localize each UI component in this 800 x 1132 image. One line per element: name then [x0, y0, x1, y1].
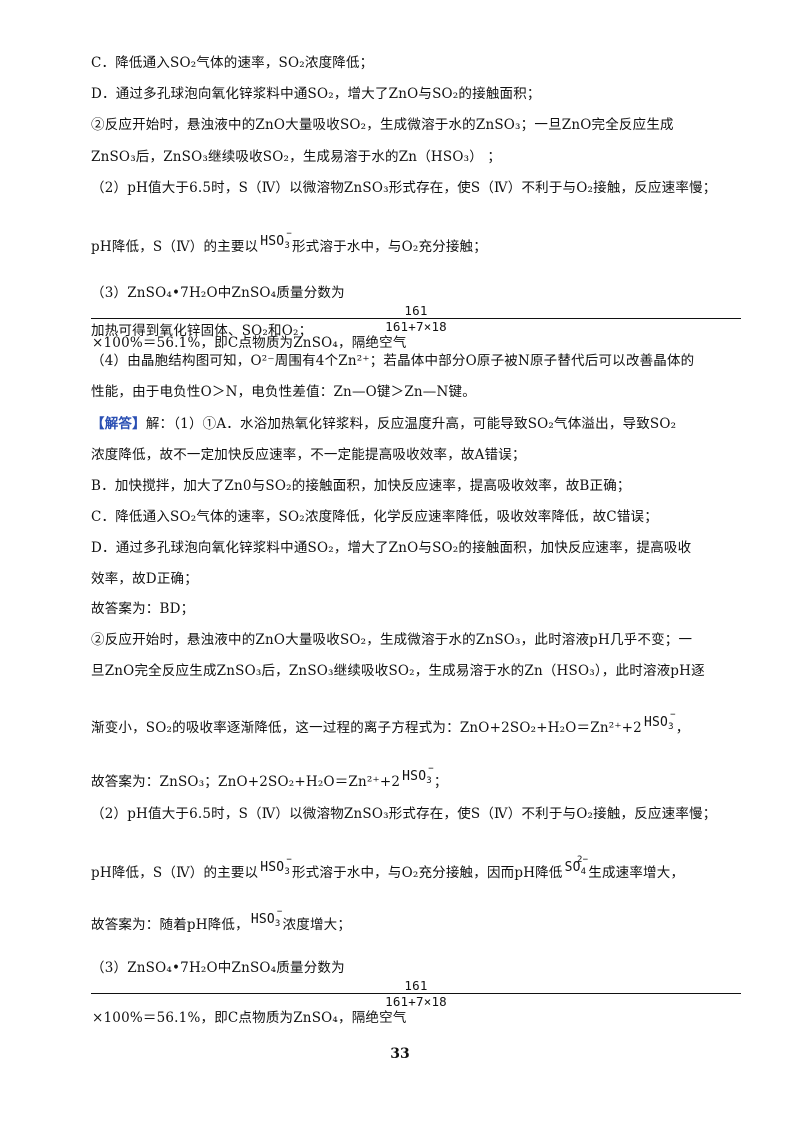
text-line: （4）由晶胞结构图可知，O²⁻周围有4个Zn²⁺；若晶体中部分O原子被N原子替代…: [91, 353, 695, 369]
text-line: C．降低通入SO₂气体的速率，SO₂浓度降低；: [91, 55, 374, 71]
text-line: 性能，由于电负性O＞N，电负性差值：Zn—O键＞Zn—N键。: [91, 384, 476, 400]
text-line: （2）pH值大于6.5时，S（Ⅳ）以微溶物ZnSO₃形式存在，使S（Ⅳ）不利于与…: [91, 180, 717, 196]
text-line: C．降低通入SO₂气体的速率，SO₂浓度降低，化学反应速率降低，吸收效率降低，故…: [91, 509, 658, 525]
text-line: 【解答】解：（1）①A．水浴加热氧化锌浆料，反应温度升高，可能导致SO₂气体溢出…: [91, 416, 677, 432]
text-line: 加热可得到氧化锌固体、SO₂和O₂；: [91, 323, 313, 339]
text-line: B．加快搅拌，加大了Zn0与SO₂的接触面积，加快反应速率，提高吸收效率，故B正…: [91, 478, 631, 494]
text-line: ZnSO₃后，ZnSO₃继续吸收SO₂，生成易溶于水的Zn（HSO₃） ；: [91, 149, 502, 165]
text-line: 浓度降低，故不一定加快反应速率，不一定能提高吸收效率，故A错误；: [91, 447, 526, 463]
ion-formula: HSO3−: [250, 907, 283, 929]
ion-formula: HSO3−: [260, 855, 292, 877]
text-line: 旦ZnO完全反应生成ZnSO₃后，ZnSO₃继续吸收SO₂，生成易溶于水的Zn（…: [91, 663, 705, 679]
text-line: （2）pH值大于6.5时，S（Ⅳ）以微溶物ZnSO₃形式存在，使S（Ⅳ）不利于与…: [91, 806, 717, 822]
text-line: 故答案为：随着pH降低，HSO3−浓度增大；: [91, 907, 352, 933]
ion-formula: HSO3−: [643, 710, 676, 732]
text-line: D．通过多孔球泡向氧化锌浆料中通SO₂，增大了ZnO与SO₂的接触面积，加快反应…: [91, 540, 692, 556]
ion-formula: HSO3−: [260, 229, 292, 251]
answer-label: 【解答】: [91, 416, 146, 432]
text-line: ②反应开始时，悬浊液中的ZnO大量吸收SO₂，生成微溶于水的ZnSO₃，此时溶液…: [91, 632, 693, 648]
text-line: ②反应开始时，悬浊液中的ZnO大量吸收SO₂，生成微溶于水的ZnSO₃；一旦Zn…: [91, 117, 674, 133]
ion-formula: HSO3−: [402, 764, 434, 786]
text-line: D．通过多孔球泡向氧化锌浆料中通SO₂，增大了ZnO与SO₂的接触面积；: [91, 86, 541, 102]
text-line: 故答案为：BD；: [91, 601, 195, 617]
text-line: 效率，故D正确；: [91, 571, 198, 587]
text-line: 渐变小，SO₂的吸收率逐渐降低，这一过程的离子方程式为：ZnO+2SO₂+H₂O…: [91, 710, 690, 736]
page-number: 33: [390, 1046, 410, 1062]
